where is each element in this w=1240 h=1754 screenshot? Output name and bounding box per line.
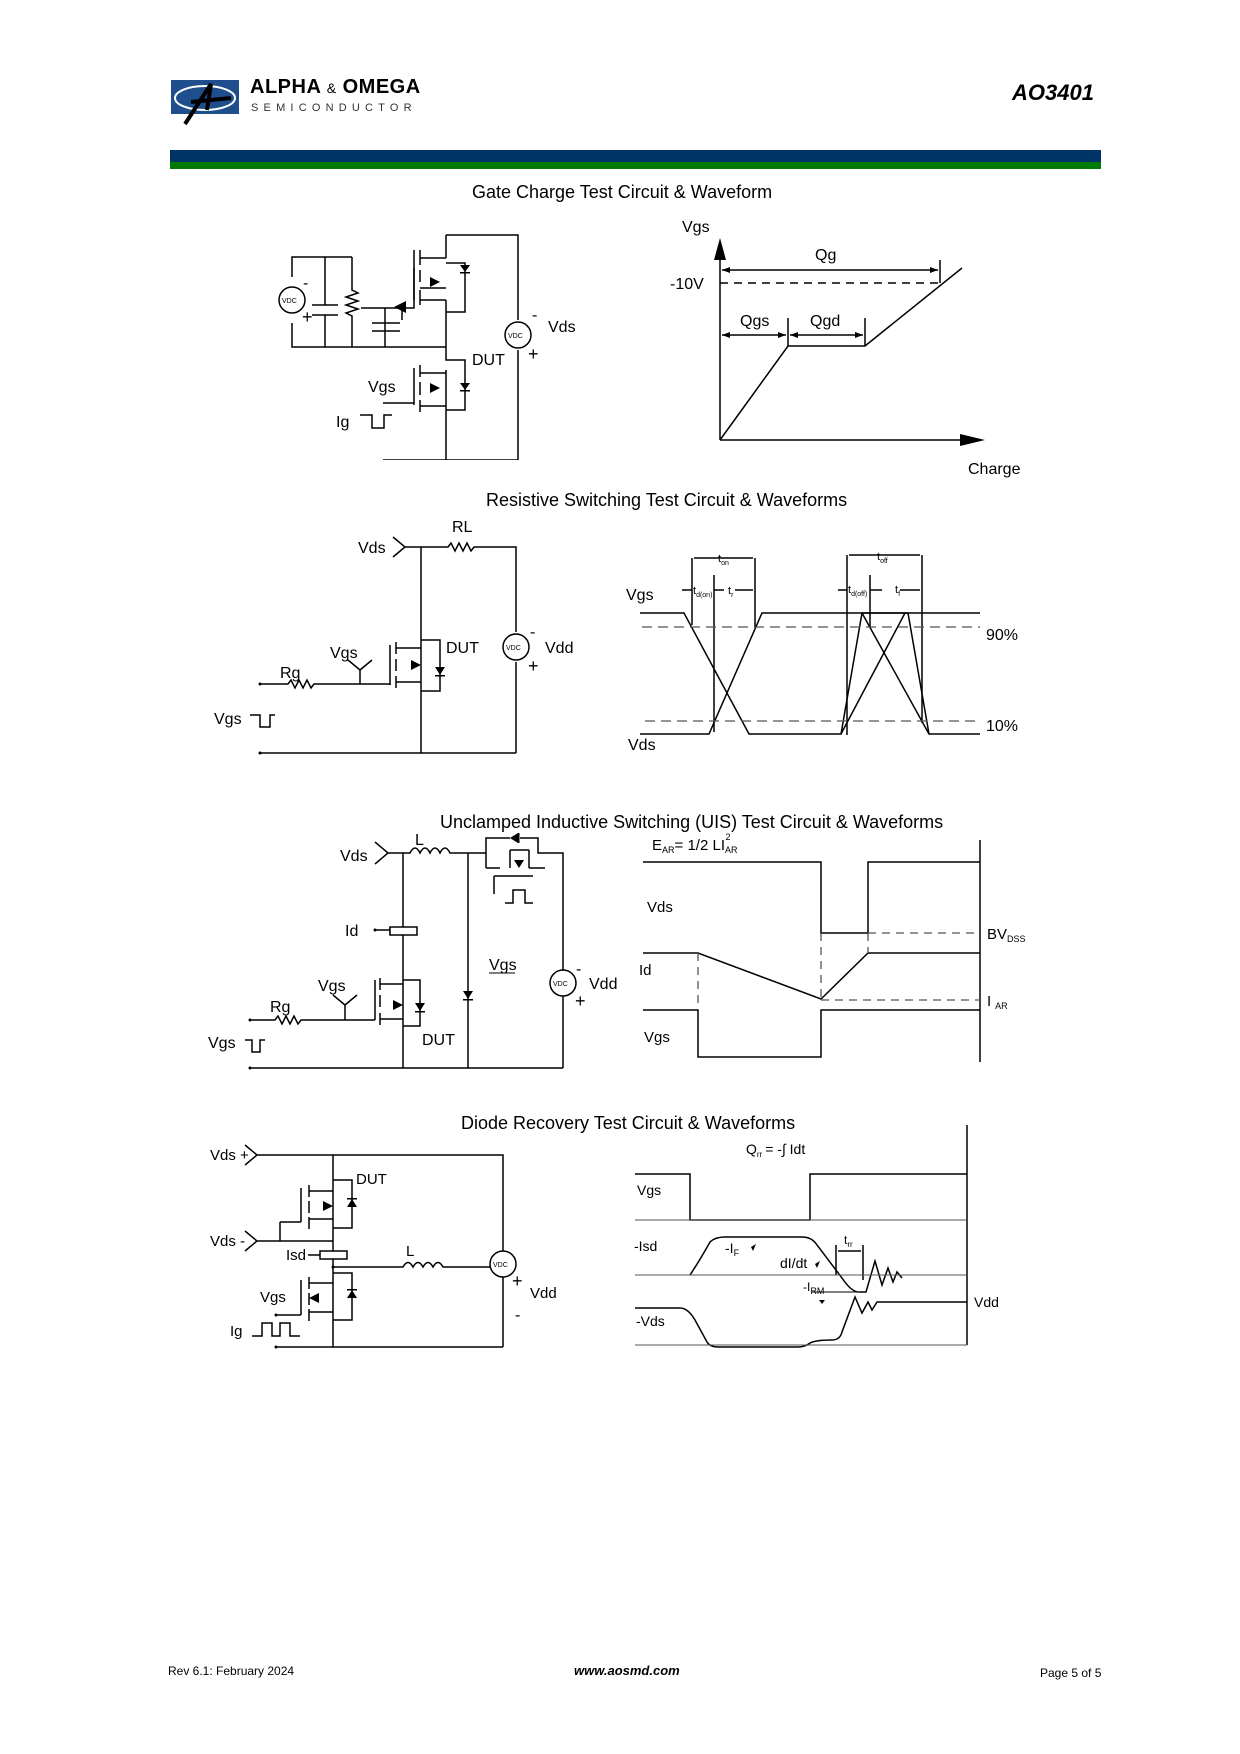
inductor-label: L — [406, 1243, 414, 1260]
vgs-label: Vgs — [260, 1289, 286, 1306]
vgs-label: Vgs — [644, 1029, 670, 1046]
qrr-formula: Qrr= -∫ Idt — [746, 1141, 805, 1159]
charge-axis-label: Charge — [968, 461, 1021, 478]
gate-charge-title: Gate Charge Test Circuit & Waveform — [472, 182, 773, 202]
vdd-label: Vdd — [589, 976, 617, 993]
tdoff-label: td(off) — [848, 584, 867, 598]
vds-plus-sign: + — [528, 344, 539, 364]
resistive-waveform: Vgs Vds ton toff td(on) tr td(off) tf 90… — [626, 551, 1018, 754]
resistive-circuit: VDC RL Vds DUT - + Vdd Vgs Rg Vgs — [214, 519, 573, 755]
company-name-alpha: ALPHA — [250, 76, 321, 98]
alpha-omega-logo-icon — [174, 82, 236, 126]
vgs-bar-label: Vgs — [489, 957, 517, 974]
percent-10-label: 10% — [986, 718, 1018, 735]
company-name: ALPHA & OMEGA — [250, 76, 421, 99]
diode-recovery-title: Diode Recovery Test Circuit & Waveforms — [461, 1113, 796, 1133]
vgs-label: Vgs — [626, 587, 654, 604]
vdd-minus-sign: - — [576, 961, 581, 978]
irm-label: -IRM — [803, 1280, 824, 1296]
vdc-label: VDC — [493, 1262, 508, 1269]
ig-label: Ig — [230, 1323, 243, 1340]
vdd-label: Vdd — [545, 640, 573, 657]
diode-recovery-waveform: Qrr= -∫ Idt Vgs -Isd -Vds -IF dI/dt -IRM… — [634, 1125, 999, 1348]
plus-sign: + — [302, 307, 313, 327]
minus-sign: - — [303, 275, 308, 292]
vgs-label: Vgs — [368, 379, 396, 396]
vds-label: Vds — [628, 737, 656, 754]
company-name-omega: OMEGA — [342, 76, 421, 98]
didt-label: dI/dt — [780, 1255, 807, 1271]
dut-label: DUT — [356, 1171, 387, 1188]
header-band-green — [170, 162, 1101, 169]
tr-label: tr — [728, 585, 734, 599]
ig-label: Ig — [336, 414, 349, 431]
qgs-label: Qgs — [740, 313, 769, 330]
ton-label: ton — [718, 553, 729, 567]
resistive-switching-title: Resistive Switching Test Circuit & Wavef… — [486, 490, 848, 510]
website-link[interactable]: www.aosmd.com — [574, 1663, 680, 1678]
uis-title: Unclamped Inductive Switching (UIS) Test… — [440, 812, 944, 832]
vdc-label: VDC — [506, 645, 521, 652]
vdd-plus-sign: + — [575, 991, 586, 1011]
level-10v-label: -10V — [670, 276, 704, 293]
bvdss-label: BVDSS — [987, 926, 1026, 944]
rg-label: Rg — [270, 999, 290, 1016]
rl-label: RL — [452, 519, 473, 536]
vdd-label: Vdd — [974, 1294, 999, 1310]
vdd-label: Vdd — [530, 1285, 557, 1302]
vgs-pulse-label: Vgs — [208, 1035, 236, 1052]
part-number: AO3401 — [1012, 80, 1094, 105]
vgs-pulse-label: Vgs — [214, 711, 242, 728]
if-label: -IF — [725, 1240, 740, 1258]
tf-label: tf — [895, 584, 900, 598]
qg-label: Qg — [815, 247, 836, 264]
vgs-label: Vgs — [637, 1182, 661, 1198]
gate-charge-circuit: VDC VDC - + - + Vds DUT Vgs Ig — [278, 234, 576, 460]
page-number: Page 5 of 5 — [1040, 1666, 1102, 1680]
revision-date: Rev 6.1: February 2024 — [168, 1664, 295, 1678]
toff-label: toff — [877, 551, 888, 565]
isd-label: Isd — [286, 1247, 306, 1264]
dut-label: DUT — [422, 1032, 455, 1049]
vds-label: Vds — [548, 319, 576, 336]
vgs-label: Vgs — [318, 978, 346, 995]
percent-90-label: 90% — [986, 627, 1018, 644]
vdd-plus-sign: + — [528, 656, 539, 676]
vdc-label-2: VDC — [508, 333, 523, 340]
tdon-label: td(on) — [693, 585, 712, 599]
vdd-minus-sign: - — [530, 624, 535, 641]
vds-label: Vds — [647, 899, 673, 916]
vds-minus-sign: - — [532, 307, 537, 324]
vds-label: Vds — [358, 540, 386, 557]
vdc-label: VDC — [553, 981, 568, 988]
dut-label: DUT — [446, 640, 479, 657]
vgs-label: Vgs — [330, 645, 358, 662]
company-subtitle: SEMICONDUCTOR — [251, 102, 417, 114]
id-label: Id — [639, 962, 652, 979]
dut-label: DUT — [472, 352, 505, 369]
rg-label: Rg — [280, 665, 300, 682]
vdd-plus-sign: + — [512, 1271, 523, 1291]
company-logo — [171, 80, 239, 126]
diode-recovery-circuit: VDC Vds + Vds - DUT Isd L Vgs Ig + - Vdd — [210, 1144, 557, 1349]
isd-label: -Isd — [634, 1238, 657, 1254]
ear-formula: EAR= 1/2 LIAR2 — [652, 832, 738, 855]
vgs-axis-label: Vgs — [682, 219, 710, 236]
id-label: Id — [345, 923, 358, 940]
gate-charge-waveform: Vgs -10V Qg Qgs Qgd Charge — [670, 219, 1021, 478]
header-band-blue — [170, 150, 1101, 162]
vds-plus-label: Vds + — [210, 1147, 249, 1164]
vdd-minus-sign: - — [515, 1307, 520, 1324]
inductor-label: L — [415, 832, 424, 849]
trr-label: trr — [844, 1233, 853, 1249]
vds-label: -Vds — [636, 1313, 665, 1329]
uis-circuit: VDC L Vds Id Vgs - + Vdd Vgs Rg DUT Vgs — [208, 832, 617, 1070]
vds-label: Vds — [340, 848, 368, 865]
company-name-amp: & — [326, 80, 337, 96]
vdc-label-1: VDC — [282, 298, 297, 305]
vds-minus-label: Vds - — [210, 1233, 245, 1250]
qgd-label: Qgd — [810, 313, 840, 330]
